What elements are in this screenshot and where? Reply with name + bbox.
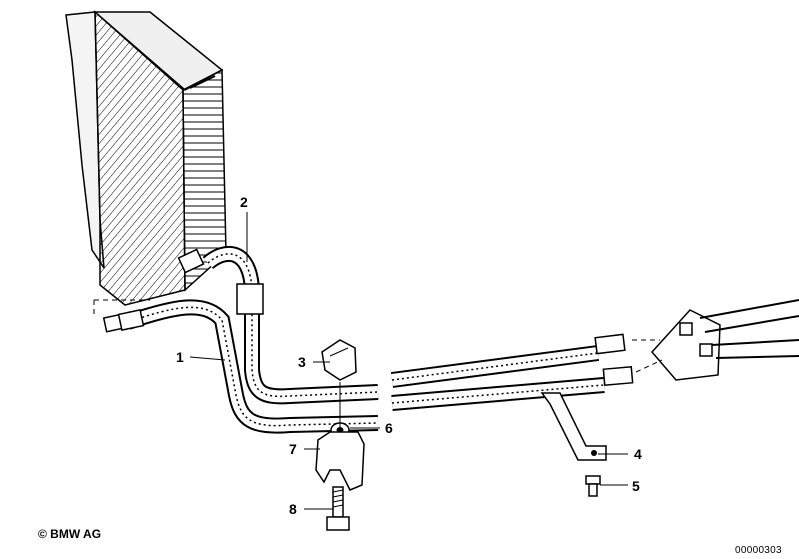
copyright-label: © BMW AG (38, 527, 102, 541)
engine-connection-bracket (632, 299, 799, 381)
bolt (326, 486, 350, 531)
callout-1: 1 (176, 349, 184, 365)
screw (585, 475, 601, 497)
callout-5: 5 (632, 478, 640, 494)
callout-8: 8 (289, 501, 297, 517)
leader-lines (189, 212, 628, 510)
diagram-number: 00000303 (735, 545, 782, 556)
callout-3: 3 (298, 354, 306, 370)
callout-4: 4 (634, 446, 642, 462)
hose-clamp-lower (315, 431, 365, 491)
oil-cooler-line-2 (177, 245, 626, 405)
callout-2: 2 (240, 194, 248, 210)
callout-6: 6 (385, 420, 393, 436)
oil-cooler-line-1 (102, 299, 634, 434)
hose-clamp-upper (321, 339, 357, 381)
mounting-bracket (540, 392, 607, 461)
callout-7: 7 (289, 441, 297, 457)
oil-cooler-radiator (65, 10, 227, 316)
